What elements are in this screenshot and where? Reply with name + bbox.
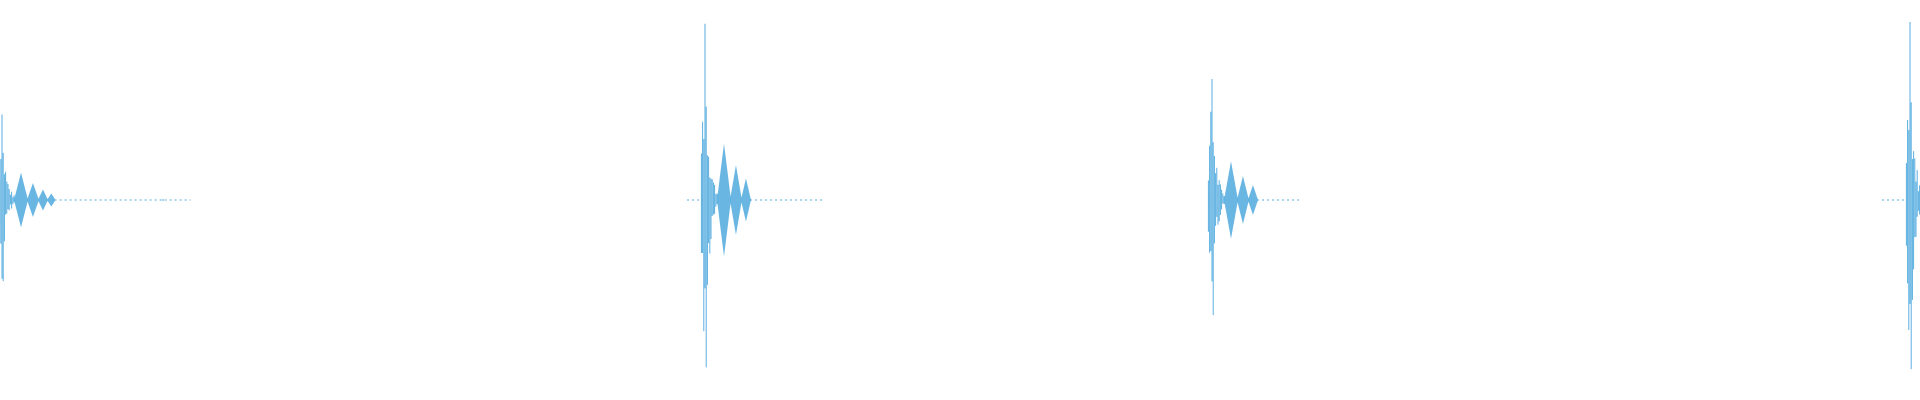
- transient-3-decay-lobe: [1247, 185, 1259, 215]
- transient-2-decay-lobe: [740, 178, 752, 222]
- transient-2-decay-lobe: [730, 165, 742, 235]
- transient-3-decay-lobe: [1237, 175, 1249, 225]
- transient-4: [1905, 22, 1920, 370]
- waveform-layer: [0, 22, 1920, 370]
- transient-1-decay-lobe: [14, 172, 28, 228]
- transient-3-decay-lobe: [1224, 161, 1238, 239]
- transient-2-decay-lobe: [717, 143, 731, 257]
- transient-3: [1207, 78, 1259, 315]
- transient-2: [700, 23, 752, 368]
- transient-1-decay-lobe: [27, 183, 39, 217]
- transient-1-decay-lobe: [37, 189, 49, 211]
- transient-1: [0, 114, 56, 282]
- transient-1-decay-lobe: [47, 193, 56, 207]
